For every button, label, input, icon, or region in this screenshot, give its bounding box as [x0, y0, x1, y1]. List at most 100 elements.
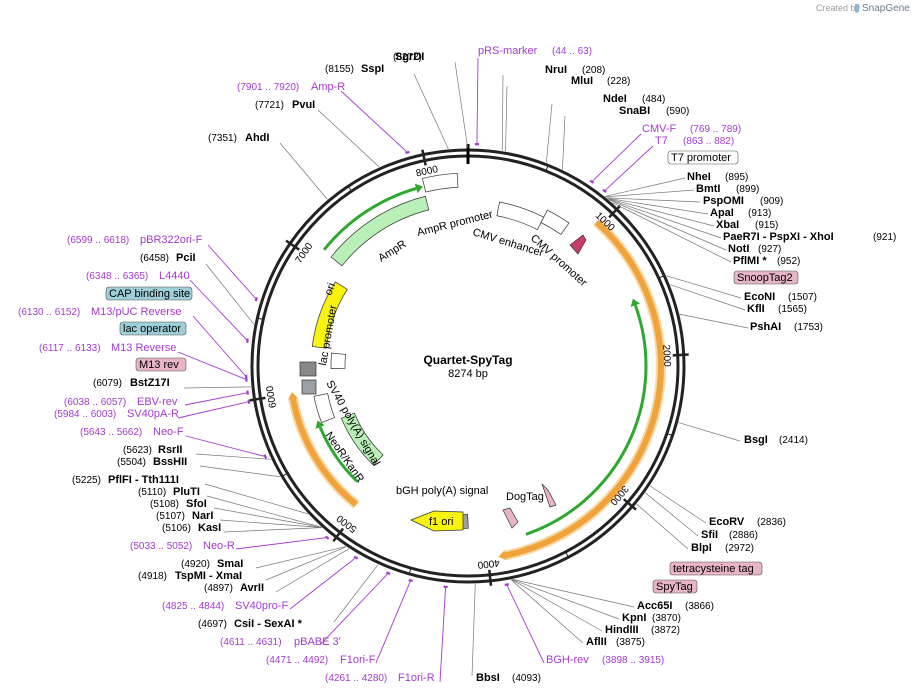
feature-label-f1-ori: f1 ori [429, 516, 453, 528]
feature-sv40-poly-a-signal [313, 393, 336, 424]
feature-lac-operator-block [299, 361, 317, 377]
feature-ori [311, 281, 348, 349]
leader-line [608, 198, 722, 239]
feature-cmv-promoter [540, 209, 570, 235]
enzyme-label: PaeR7I - PspXI - XhoI [723, 231, 834, 243]
leader-line [454, 61, 469, 149]
created-by-text: Created by [816, 3, 861, 13]
boxed-label-spytag: SpyTag [652, 579, 698, 594]
primer-label: F1ori-R [398, 672, 435, 684]
leader-line [512, 579, 635, 608]
scale-tick-label: 8000 [415, 164, 439, 179]
enzyme-label: NruI [545, 64, 567, 76]
svg-text:lac operator: lac operator [123, 323, 181, 335]
primer-range: (5033 .. 5052) [130, 541, 192, 552]
primer-marker [254, 296, 258, 302]
feature-snooptag-marker [569, 234, 587, 255]
primer-label: SV40pro-F [235, 600, 288, 612]
enzyme-pos: (4697) [198, 619, 227, 630]
orf-arc [322, 186, 417, 251]
orf-arrowhead [288, 392, 298, 400]
enzyme-pos: (4920) [181, 559, 210, 570]
orf-arrowhead [315, 420, 325, 429]
enzyme-pos: (4918) [138, 571, 167, 582]
enzyme-label: SspI [361, 63, 384, 75]
scale-tick [623, 498, 637, 511]
leader-line [607, 197, 709, 215]
feature-ampr [330, 195, 430, 267]
primer-marker [589, 179, 595, 184]
enzyme-pos: (915) [755, 220, 778, 231]
primer-leader [591, 133, 642, 183]
feature-label-sv40-polya: SV40 poly(A) signal [323, 379, 382, 469]
scale-minor-tick [347, 185, 353, 193]
scale-minor-tick [657, 275, 665, 280]
orf-arc [525, 304, 648, 536]
primer-marker [385, 571, 391, 575]
boxed-label-t7-promoter: T7 promoter [667, 150, 739, 165]
boxed-label-cap-binding-site: CAP binding site [105, 286, 193, 301]
enzyme-pos: (208) [582, 65, 605, 76]
primer-marker [247, 399, 251, 404]
leader-line [275, 548, 350, 593]
enzyme-pos: (1507) [788, 292, 817, 303]
enzyme-label: BstZ17I [130, 377, 170, 389]
leader-line [636, 503, 689, 550]
enzyme-label: SfiI [701, 529, 718, 541]
scale-minor-tick [257, 317, 265, 321]
features [299, 172, 587, 532]
primer-marker [353, 555, 359, 560]
leader-line [183, 386, 252, 389]
primer-marker [602, 188, 607, 194]
enzyme-pos: (5110) [138, 487, 166, 498]
scale-tick [608, 204, 622, 219]
enzyme-pos: (4897) [204, 583, 233, 594]
enzyme-label: AvrII [240, 582, 264, 594]
feature-tag-marker [541, 483, 557, 508]
primer-range: (6348 .. 6365) [86, 271, 148, 282]
enzyme-label: AflII [586, 636, 607, 648]
enzyme-label: SfoI [186, 498, 207, 510]
leader-line [649, 485, 707, 524]
primer-marker [504, 583, 509, 587]
primer-range: (5643 .. 5662) [80, 427, 142, 438]
primer-range: (4825 .. 4844) [162, 601, 224, 612]
primer-labels: pRS-marker (44 .. 63) (7901 .. 7920) Amp… [18, 45, 741, 684]
primer-leader [207, 244, 257, 300]
feature-label-ori: ori [323, 281, 338, 297]
leader-line [333, 564, 379, 623]
primer-range: (6117 .. 6133) [39, 343, 101, 354]
enzyme-label: BssHII [153, 456, 187, 468]
primer-marker [263, 454, 268, 459]
primer-leader [506, 584, 545, 664]
orf-arrowhead [498, 550, 507, 561]
scale-tick [672, 353, 689, 357]
enzyme-pos: (5225) [72, 475, 101, 486]
enzyme-pos: (921) [873, 232, 896, 243]
enzyme-pos: (2414) [779, 435, 808, 446]
primer-range: (769 .. 789) [690, 124, 741, 135]
enzyme-label: SgrDI [395, 51, 424, 63]
enzyme-label: XbaI [716, 219, 739, 231]
feature-cmv-enhancer [496, 201, 545, 231]
primer-leader [604, 145, 654, 192]
primer-label: CMV-F [642, 123, 677, 135]
enzyme-label: EcoRV [709, 516, 745, 528]
feature-dogtag [502, 507, 519, 529]
scale-tick [332, 527, 345, 542]
primer-leader [185, 435, 266, 458]
plasmid-name: Quartet-SpyTag [423, 353, 512, 367]
enzyme-pos: (484) [642, 94, 665, 105]
feature-neor-kanr [340, 412, 384, 466]
primer-range: (5984 .. 6003) [54, 409, 116, 420]
primer-range: (6599 .. 6618) [67, 235, 129, 246]
enzyme-label: NotI [728, 243, 749, 255]
enzyme-label: CsiI - SexAI * [234, 618, 303, 630]
primer-leader [177, 351, 247, 380]
enzyme-label: KasI [198, 522, 221, 534]
enzyme-label: KpnI [622, 612, 646, 624]
scale-tick-label: 2000 [660, 344, 672, 367]
enzyme-label: NheI [687, 171, 711, 183]
leader-line [413, 73, 449, 150]
leader-line [612, 202, 732, 263]
